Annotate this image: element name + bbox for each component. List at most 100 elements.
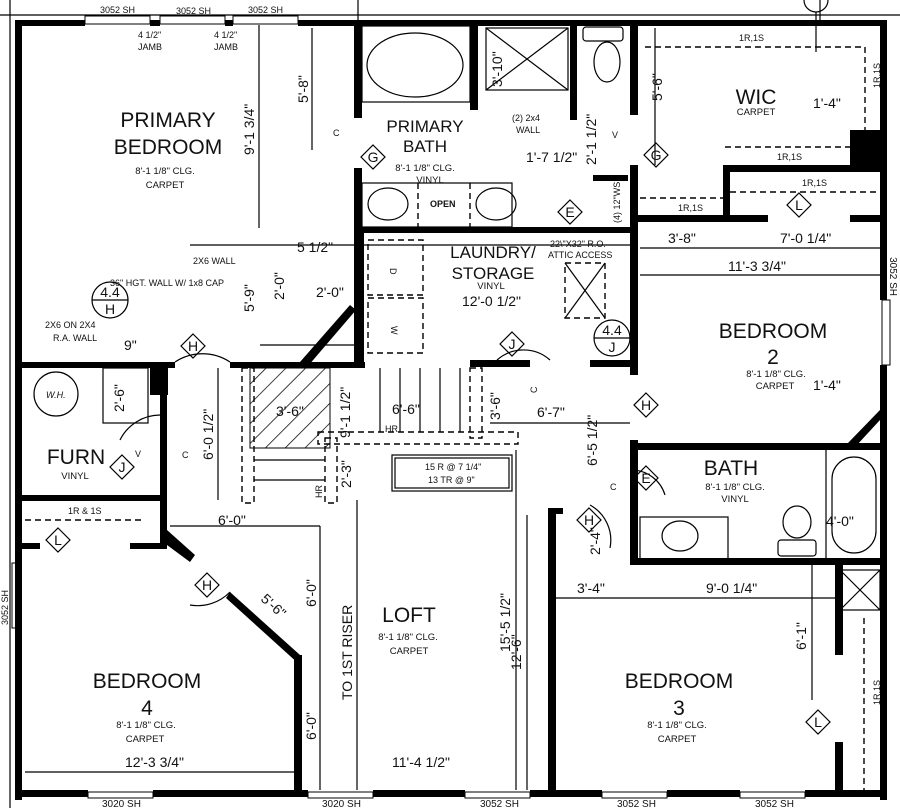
room-name: STORAGE <box>452 264 535 283</box>
room-name: WIC <box>736 86 777 109</box>
note: JAMB <box>214 42 238 52</box>
fixtures <box>25 25 881 790</box>
svg-text:L: L <box>814 714 822 730</box>
floor-finish: CARPET <box>658 734 697 745</box>
svg-text:E: E <box>641 470 650 486</box>
switch-v: V <box>612 130 618 140</box>
window-bottom-5 <box>739 791 806 799</box>
bath-toilet <box>782 505 812 539</box>
dimension: 1'-7 1/2" <box>526 149 577 165</box>
note: W.H. <box>46 390 66 400</box>
shower <box>485 27 569 91</box>
dimension: 2'-4" <box>587 527 603 555</box>
shelf-note: 1R,1S <box>777 152 802 162</box>
note: 2X6 ON 2X4 <box>45 320 96 330</box>
chase <box>839 569 881 611</box>
window-top-3 <box>232 15 299 25</box>
switch-c: C <box>610 482 617 492</box>
svg-text:L: L <box>54 532 62 548</box>
dimension: 5 1/2" <box>297 239 333 255</box>
dimension: 2'-0" <box>316 284 344 300</box>
dimension: 4'-0" <box>826 513 854 529</box>
tag-l: L <box>786 192 812 218</box>
dimension: 9'-1 3/4" <box>241 104 257 155</box>
svg-text:H: H <box>188 338 198 354</box>
note: TO 1ST RISER <box>339 605 355 700</box>
tag-e: E <box>557 199 583 225</box>
tag-g: G <box>643 142 669 168</box>
svg-text:G: G <box>368 149 379 165</box>
floor-finish: CARPET <box>756 381 795 392</box>
ceiling-height: 8'-1 1/8" CLG. <box>116 720 176 731</box>
stair-note: 15 R @ 7 1/4" <box>425 462 481 472</box>
svg-text:H: H <box>641 397 651 413</box>
room-bedroom-3[interactable]: BEDROOM 3 8'-1 1/8" CLG. CARPET <box>625 670 734 745</box>
svg-text:H: H <box>584 512 594 528</box>
dimension: 6'-1" <box>793 622 809 650</box>
note: R.A. WALL <box>53 333 97 343</box>
stairs[interactable] <box>241 367 519 504</box>
dimension: 6'-6" <box>392 401 420 417</box>
tag-l: L <box>45 527 71 553</box>
shelf-note: 1R,1S <box>872 680 882 705</box>
note: D <box>388 268 398 275</box>
dryer <box>367 239 424 296</box>
note: (4) 12"WS <box>612 182 622 223</box>
room-bedroom-2[interactable]: BEDROOM 2 8'-1 1/8" CLG. CARPET <box>719 320 828 392</box>
note: JAMB <box>138 42 162 52</box>
dimension: 5'-6" <box>258 590 289 621</box>
room-loft[interactable]: LOFT 8'-1 1/8" CLG. CARPET <box>378 604 438 657</box>
dimension: 6'-0" <box>218 512 246 528</box>
dimension: 9'-0 1/4" <box>706 580 757 596</box>
svg-text:J: J <box>119 459 126 475</box>
room-primary-bedroom[interactable]: PRIMARY BEDROOM 8'-1 1/8" CLG. CARPET <box>114 109 223 191</box>
dimension: 6'-5 1/2" <box>584 415 600 466</box>
room-primary-bath[interactable]: PRIMARY BATH 8'-1 1/8" CLG. VINYL <box>386 117 463 186</box>
floor-finish: CARPET <box>390 646 429 657</box>
room-wic[interactable]: WIC CARPET <box>736 86 777 118</box>
shelf-note: 1R & 1S <box>68 506 102 516</box>
room-bedroom-4[interactable]: BEDROOM 4 8'-1 1/8" CLG. CARPET <box>93 670 202 745</box>
washer <box>367 297 424 354</box>
furnace <box>102 367 149 424</box>
dimension: 2'-6" <box>111 384 127 412</box>
notes: 4 1/2" JAMB 4 1/2" JAMB (2) 2x4 WALL (4)… <box>45 30 882 705</box>
room-furn[interactable]: FURN VINYL <box>47 446 105 482</box>
attic-access <box>564 262 606 319</box>
window-top-2 <box>159 15 226 25</box>
note: ATTIC ACCESS <box>548 250 612 260</box>
ceiling-height: 8'-1 1/8" CLG. <box>705 482 765 493</box>
stair-note-box <box>391 454 513 492</box>
dimension: 9'-1 1/2" <box>337 387 353 438</box>
shelf-note: 1R,1S <box>678 203 703 213</box>
dimension: 7'-0 1/4" <box>780 230 831 246</box>
window-bottom-2 <box>307 791 374 799</box>
svg-text:J: J <box>509 336 516 352</box>
dimension: 2'-3" <box>338 460 354 488</box>
ceiling-height: 8'-1 1/8" CLG. <box>746 369 806 380</box>
window-label: 3052 SH <box>887 257 898 296</box>
ceiling-height: 8'-1 1/8" CLG. <box>378 632 438 643</box>
dimension: 1'-4" <box>813 95 841 111</box>
dimension: 1'-4" <box>813 377 841 393</box>
window-bottom-4 <box>601 791 668 799</box>
shelf-note: 1R,1S <box>802 178 827 188</box>
window-right <box>881 299 891 366</box>
window-label: 3052 SH <box>480 799 519 808</box>
dimension: 3'-6" <box>487 392 503 420</box>
floor-finish: CARPET <box>146 180 185 191</box>
window-label: 3020 SH <box>102 799 141 808</box>
note: 22\"X32" R.O. <box>550 239 606 249</box>
dimension: 6'-0" <box>303 712 319 740</box>
tag-l: L <box>805 709 831 735</box>
dimension: 6'-0" <box>303 579 319 607</box>
dimension: 9" <box>124 337 137 353</box>
shelf-note: 1R,1S <box>739 33 764 43</box>
tag-j: J <box>499 331 525 357</box>
room-bath[interactable]: BATH 8'-1 1/8" CLG. VINYL <box>704 457 765 505</box>
tag-g: G <box>360 144 386 170</box>
svg-text:4.4: 4.4 <box>100 284 120 300</box>
room-laundry[interactable]: LAUNDRY/ STORAGE VINYL <box>450 243 536 292</box>
